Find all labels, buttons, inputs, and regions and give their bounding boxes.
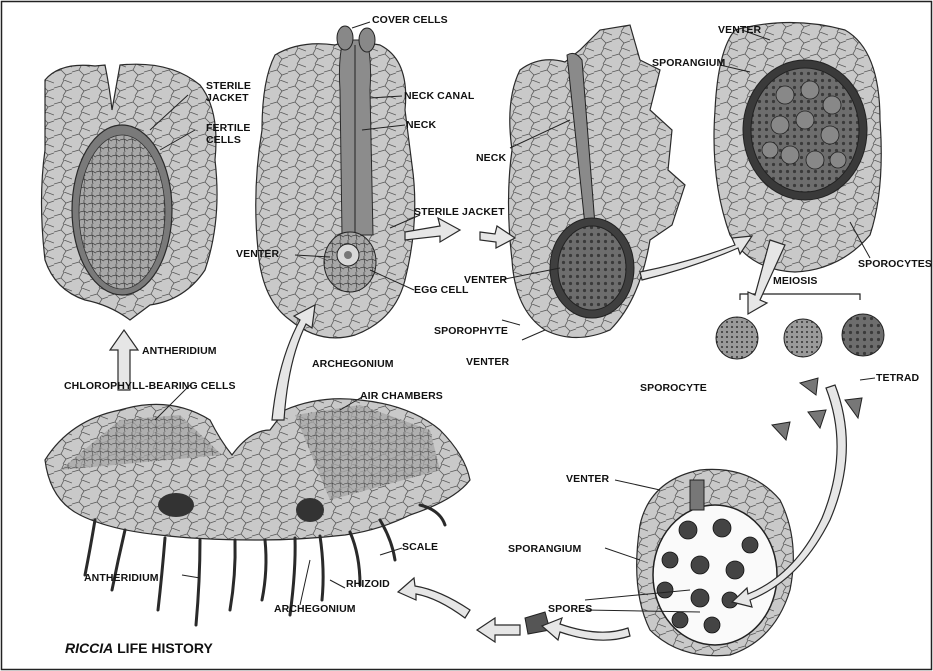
label-chlorophyll-cells: CHLOROPHYLL-BEARING CELLS	[64, 380, 236, 392]
label-sporocytes: SPOROCYTES	[858, 258, 932, 270]
label-sterile-jacket-2: STERILE JACKET	[414, 206, 505, 218]
antheridium-drawing	[42, 64, 218, 320]
label-sporocyte: SPOROCYTE	[640, 382, 707, 394]
meiosis-drawing	[716, 294, 884, 440]
label-sporangium-2: SPORANGIUM	[508, 543, 581, 555]
label-venter-5: VENTER	[566, 473, 609, 485]
label-archegonium: ARCHEGONIUM	[312, 358, 394, 370]
label-antheridium-2: ANTHERIDIUM	[84, 572, 159, 584]
title-rest: LIFE HISTORY	[113, 640, 213, 656]
sporangium-drawing	[714, 23, 881, 273]
label-spores: SPORES	[548, 603, 592, 615]
archegonium-drawing	[256, 26, 415, 338]
label-venter-3: VENTER	[466, 356, 509, 368]
label-sporangium: SPORANGIUM	[652, 57, 725, 69]
label-sporophyte: SPOROPHYTE	[434, 325, 508, 337]
label-antheridium: ANTHERIDIUM	[142, 345, 217, 357]
label-venter-4: VENTER	[718, 24, 761, 36]
diagram-title: RICCIA LIFE HISTORY	[65, 640, 213, 656]
label-meiosis: MEIOSIS	[773, 275, 817, 287]
label-venter: VENTER	[236, 248, 279, 260]
label-scale: SCALE	[402, 541, 438, 553]
label-neck-canal: NECK CANAL	[404, 90, 474, 102]
label-archegonium-2: ARCHEGONIUM	[274, 603, 356, 615]
title-italic: RICCIA	[65, 640, 113, 656]
sporophyte-drawing	[509, 25, 686, 338]
label-venter-2: VENTER	[464, 274, 507, 286]
label-rhizoid: RHIZOID	[346, 578, 390, 590]
label-tetrad: TETRAD	[876, 372, 919, 384]
label-egg-cell: EGG CELL	[414, 284, 468, 296]
label-air-chambers: AIR CHAMBERS	[360, 390, 443, 402]
label-cover-cells: COVER CELLS	[372, 14, 448, 26]
label-neck: NECK	[406, 119, 436, 131]
label-neck-2: NECK	[476, 152, 506, 164]
